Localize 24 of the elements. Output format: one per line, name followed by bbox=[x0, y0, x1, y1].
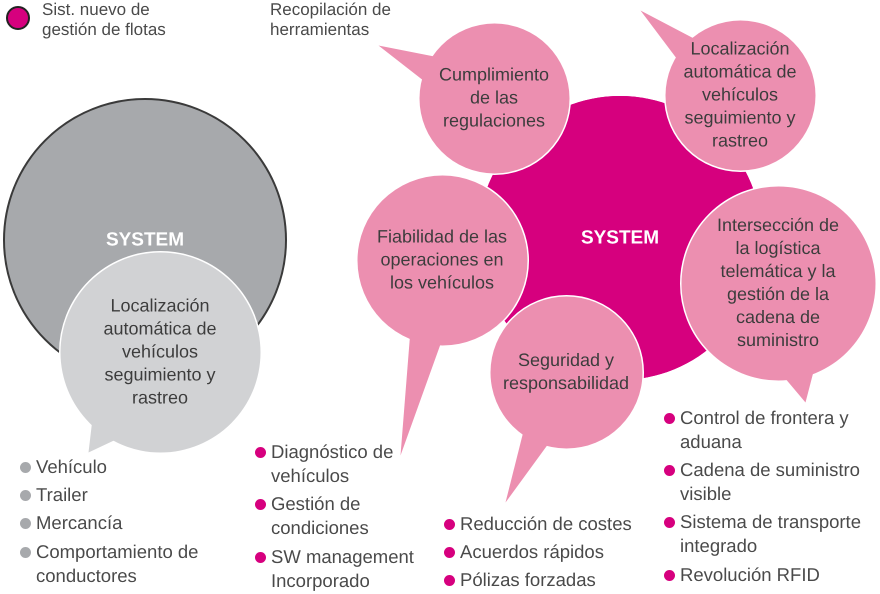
legend-text: Recopilación de herramientas bbox=[270, 0, 392, 40]
list-item: Mercancía bbox=[36, 512, 122, 533]
bubble-text: Intersección de la logística telemática y la gestión de la cadena de suministro bbox=[716, 214, 840, 352]
list-item: Revolución RFID bbox=[680, 564, 820, 585]
list-item: Sistema de transporte integrado bbox=[680, 511, 861, 556]
list-item: Control de frontera y aduana bbox=[680, 407, 849, 452]
bubble-text: Fiabilidad de las operaciones en los vehículos bbox=[376, 226, 508, 294]
list-item: Comportamiento de conductores bbox=[36, 541, 198, 586]
list-item: Acuerdos rápidos bbox=[460, 541, 604, 562]
bubble-text: Seguridad y responsabilidad bbox=[502, 349, 630, 395]
list-item: Trailer bbox=[36, 484, 88, 505]
bubble-text: Localización automática de vehículos seguimiento y rastreo bbox=[102, 294, 218, 410]
circle-title: SYSTEM bbox=[580, 226, 660, 250]
circle-title: SYSTEM bbox=[106, 228, 184, 252]
list-item: Vehículo bbox=[36, 456, 107, 477]
list-item: Diagnóstico de vehículos bbox=[271, 441, 394, 486]
list-item: Reducción de costes bbox=[460, 513, 632, 534]
bubble-text: Localización automática de vehículos seguimiento y rastreo bbox=[682, 38, 798, 152]
list-item: Pólizas forzadas bbox=[460, 569, 596, 590]
list-item: Cadena de suministro visible bbox=[680, 459, 860, 504]
legend-text: Sist. nuevo de gestión de flotas bbox=[42, 0, 167, 40]
list-item: SW management Incorporado bbox=[271, 546, 414, 591]
list-item: Gestión de condiciones bbox=[271, 493, 369, 538]
bubble-text: Cumplimiento de las regulaciones bbox=[438, 64, 550, 132]
